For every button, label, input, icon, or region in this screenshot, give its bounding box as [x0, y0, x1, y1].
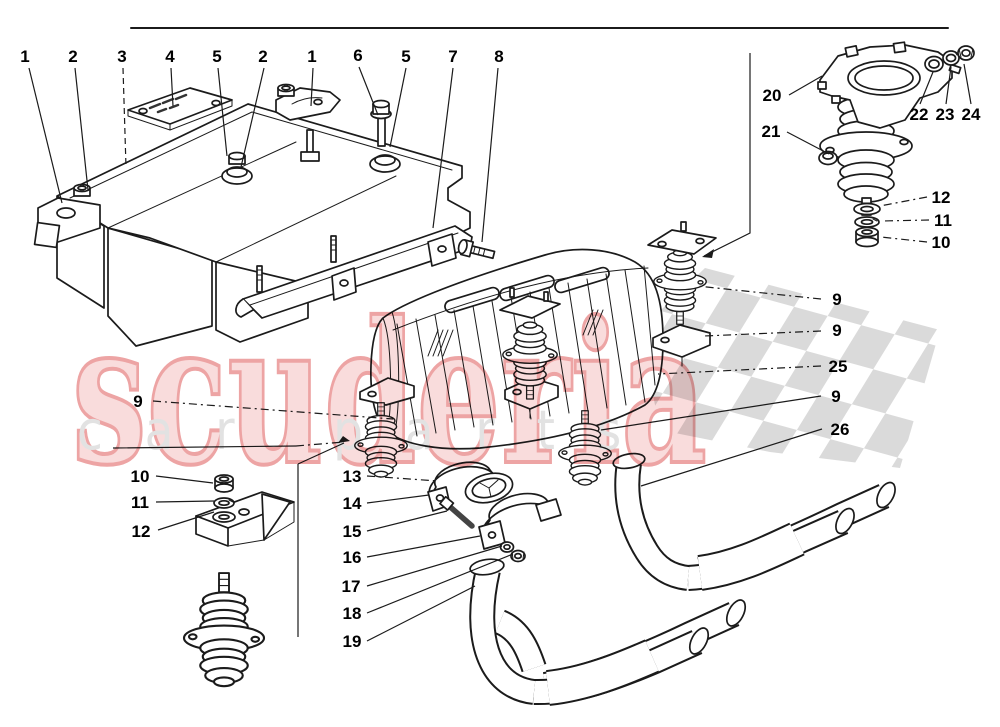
- leader-lines: [28, 53, 972, 642]
- bolt: [457, 238, 496, 260]
- washer: [924, 55, 944, 73]
- lock-nut: [277, 83, 295, 97]
- gasket-ring: [464, 472, 514, 504]
- watermark-brand: scuderia: [72, 279, 707, 508]
- leader-arrow: [338, 436, 350, 443]
- cup-washer: [221, 151, 253, 185]
- clamp-bolt: [439, 495, 475, 529]
- mount-bracket: [359, 377, 415, 406]
- line-art: [33, 27, 975, 706]
- pipe-inlet: [612, 452, 646, 470]
- tailpipe-left-bank: [469, 558, 747, 706]
- spring-washer: [854, 216, 880, 228]
- nut: [957, 45, 975, 61]
- label-plate: [127, 87, 233, 131]
- washer: [212, 511, 236, 523]
- pipe-inlet: [469, 558, 505, 576]
- bolt: [370, 99, 392, 147]
- rubber-mount: [182, 571, 266, 688]
- exhaust-clamp-set: [427, 461, 562, 563]
- watermark: scuderia car parts: [70, 277, 709, 510]
- washer: [853, 202, 881, 216]
- support-bracket: [235, 225, 473, 319]
- spring-washer: [942, 50, 960, 66]
- nut: [855, 226, 879, 248]
- spring-washer: [213, 497, 235, 509]
- engine-mount-assembly: [817, 41, 975, 248]
- washer: [499, 541, 515, 553]
- leader-arrow: [702, 249, 714, 258]
- lower-left-mount-assembly: [182, 474, 295, 688]
- clamp-bracket: [817, 41, 962, 129]
- cup-washer: [369, 154, 401, 173]
- watermark-subtitle: car parts: [77, 399, 663, 462]
- mount-top-plate: [647, 221, 717, 255]
- lock-nut: [73, 183, 91, 197]
- tailpipe-right-bank: [612, 452, 896, 591]
- nut: [510, 549, 526, 563]
- heat-shield: [33, 83, 471, 347]
- mount-bracket: [652, 324, 711, 367]
- nut: [214, 474, 234, 493]
